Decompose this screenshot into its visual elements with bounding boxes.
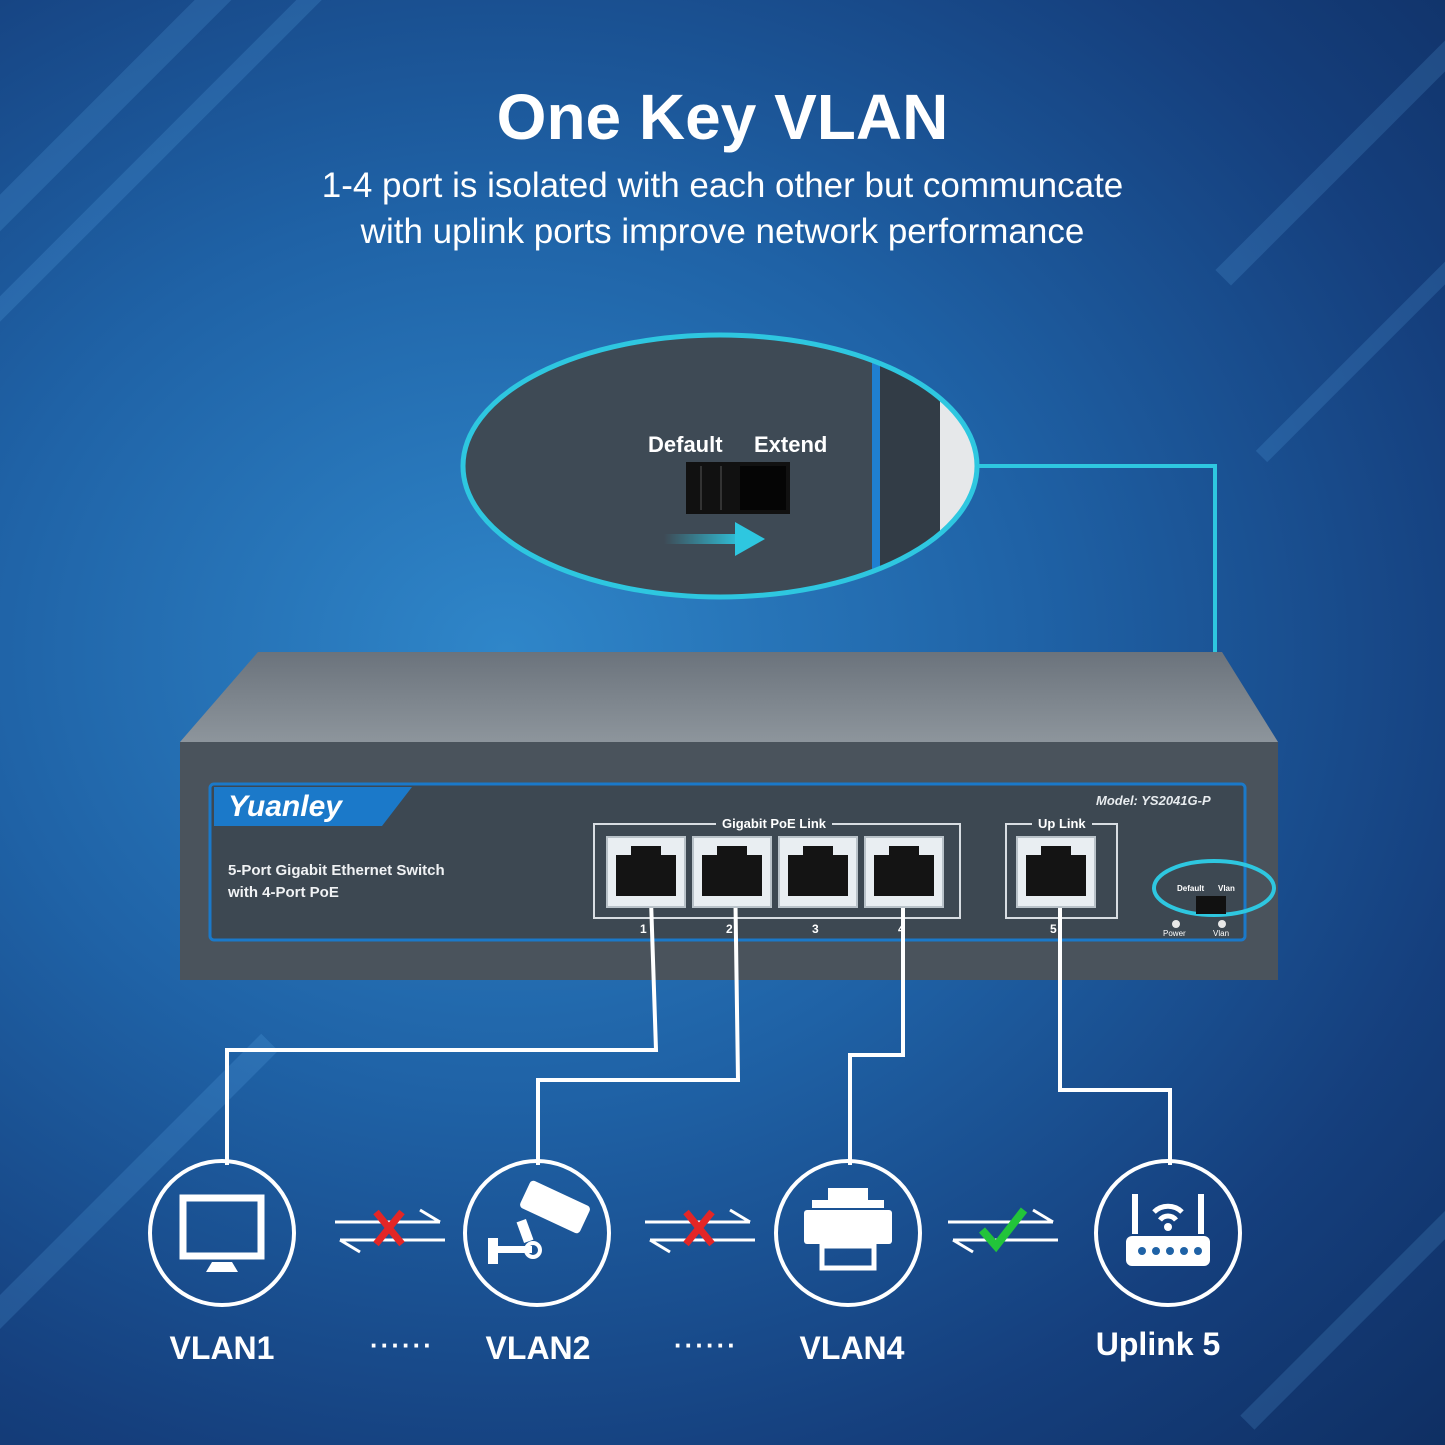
device-description-line-1: 5-Port Gigabit Ethernet Switch bbox=[228, 862, 445, 879]
device-label-vlan1: VLAN1 bbox=[169, 1330, 275, 1366]
switch-label-default: Default bbox=[1177, 884, 1205, 893]
port-jack bbox=[702, 846, 762, 896]
subtitle-line-1: 1-4 port is isolated with each other but… bbox=[321, 166, 1124, 205]
port-number-label: 1 bbox=[640, 922, 647, 936]
led-label-power: Power bbox=[1163, 929, 1186, 938]
port-jack bbox=[788, 846, 848, 896]
switch-label-vlan: Vlan bbox=[1218, 884, 1235, 893]
port-jack bbox=[1026, 846, 1086, 896]
led-label-vlan: Vlan bbox=[1213, 929, 1230, 938]
uplink-group-label: Up Link bbox=[1032, 816, 1092, 831]
port-jack bbox=[874, 846, 934, 896]
model-number: Model: YS2041G-P bbox=[1096, 793, 1211, 808]
ethernet-port-2 bbox=[692, 836, 772, 908]
device-description-line-2: with 4-Port PoE bbox=[228, 884, 339, 901]
port-number-label: 5 bbox=[1050, 922, 1057, 936]
port-number-label: 2 bbox=[726, 922, 733, 936]
zoom-label-extend: Extend bbox=[754, 432, 828, 457]
device-label-vlan2: VLAN2 bbox=[485, 1330, 591, 1366]
separator-dots-1: ······ bbox=[370, 1330, 434, 1360]
subtitle-line-2: with uplink ports improve network perfor… bbox=[360, 212, 1085, 251]
port-jack bbox=[616, 846, 676, 896]
ethernet-port-3 bbox=[778, 836, 858, 908]
zoom-label-default: Default bbox=[648, 432, 723, 457]
separator-dots-2: ······ bbox=[674, 1330, 738, 1360]
port-number-label: 3 bbox=[812, 922, 819, 936]
device-label-uplink: Uplink 5 bbox=[1095, 1326, 1221, 1362]
ethernet-port-5 bbox=[1016, 836, 1096, 908]
ethernet-port-4 bbox=[864, 836, 944, 908]
device-label-vlan4: VLAN4 bbox=[799, 1330, 905, 1366]
page-title: One Key VLAN bbox=[496, 81, 949, 153]
poe-group-label: Gigabit PoE Link bbox=[716, 816, 833, 831]
ethernet-port-1 bbox=[606, 836, 686, 908]
port-number-label: 4 bbox=[898, 922, 905, 936]
brand-logo: Yuanley bbox=[228, 790, 342, 823]
